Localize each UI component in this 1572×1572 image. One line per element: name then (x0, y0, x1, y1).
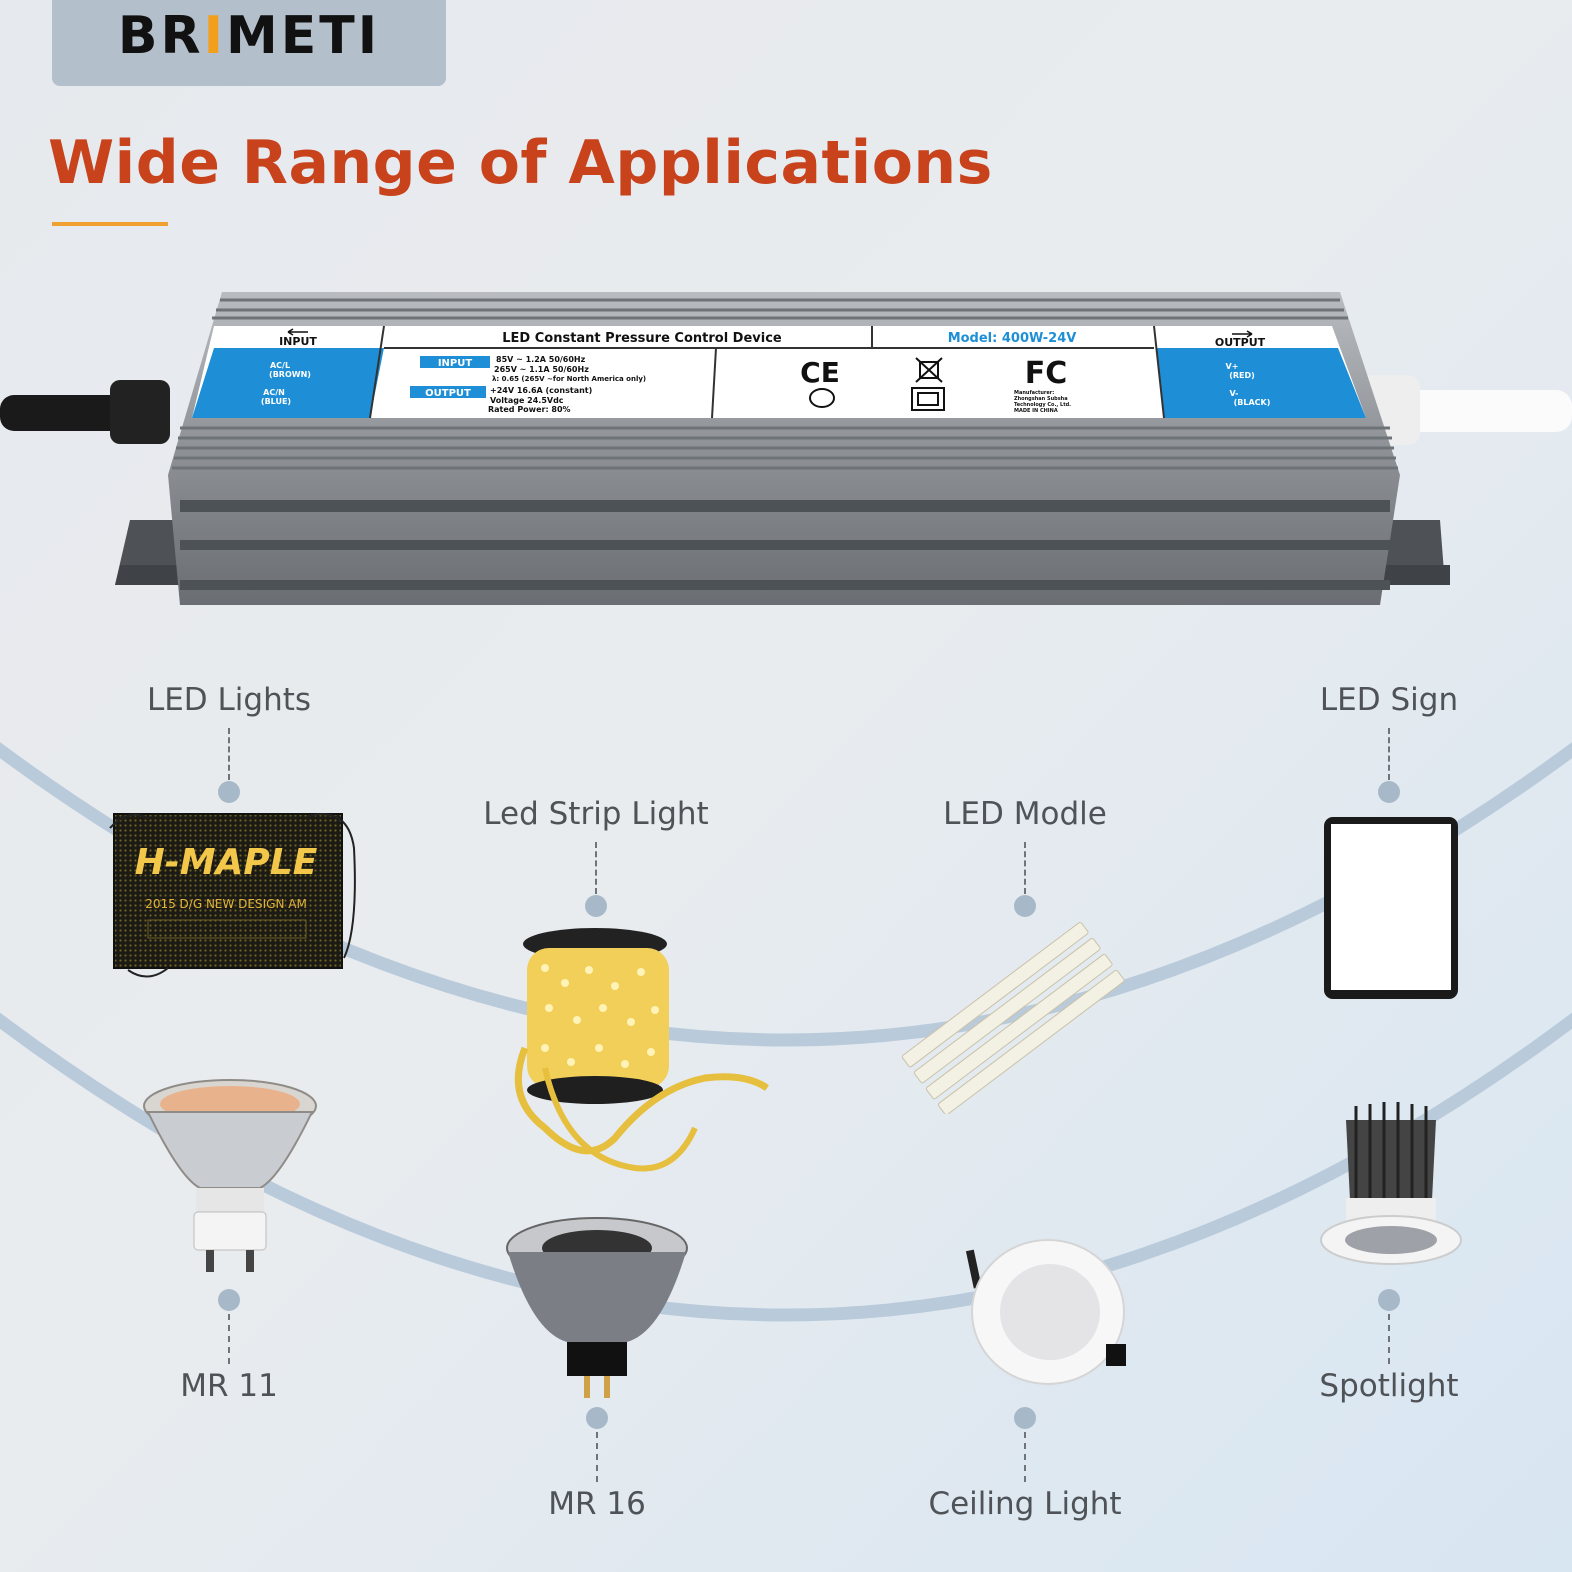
dot-spotlight (1378, 1289, 1400, 1311)
output-wire-1: V+ (1226, 362, 1239, 371)
spotlight-image (1320, 1102, 1462, 1265)
label-led-modle: LED Modle (943, 796, 1107, 832)
led-sign-board-image: H-MAPLE 2015 D/G NEW DESIGN AM (109, 813, 356, 978)
led-sign-display-image (1324, 817, 1458, 999)
connector-mr11 (228, 1314, 230, 1364)
label-mr16: MR 16 (548, 1486, 646, 1522)
input-wire-1: AC/L (270, 361, 290, 370)
page-title: Wide Range of Applications (48, 128, 993, 198)
fcc-mark: FC (1025, 356, 1068, 391)
manufacturer-line-3: Technology Co., Ltd. (1014, 402, 1071, 408)
dot-led-lights (218, 781, 240, 803)
input-wire-2: AC/N (263, 388, 285, 397)
led-module-image (901, 921, 1124, 1114)
dot-mr11 (218, 1289, 240, 1311)
output-header: OUTPUT (1215, 336, 1266, 349)
output-spec-3: Rated Power: 80% (488, 405, 571, 414)
label-mr11: MR 11 (180, 1368, 278, 1404)
input-wire-1-color: (BROWN) (269, 370, 311, 379)
mr16-bulb-image (506, 1217, 688, 1398)
label-spotlight: Spotlight (1319, 1368, 1459, 1404)
connector-ceiling-light (1024, 1432, 1026, 1482)
power-supply-driver: INPUT LED Constant Pressure Control Devi… (0, 292, 1572, 605)
output-wire-1-color: (RED) (1229, 371, 1255, 380)
device-title: LED Constant Pressure Control Device (502, 331, 782, 346)
dot-led-sign (1378, 781, 1400, 803)
connector-led-modle (1024, 842, 1026, 894)
title-underline (52, 222, 168, 226)
output-wire-2: V- (1230, 389, 1239, 398)
connector-spotlight (1388, 1314, 1390, 1364)
connector-led-sign (1388, 728, 1390, 780)
input-spec-1: 85V ~ 1.2A 50/60Hz (496, 355, 586, 364)
input-tag: INPUT (438, 358, 473, 369)
sign-main-text: H-MAPLE (135, 842, 318, 883)
mr11-bulb-image (143, 1079, 317, 1272)
input-wire-2-color: (BLUE) (261, 397, 291, 406)
label-ceiling-light: Ceiling Light (928, 1486, 1122, 1522)
output-spec-2: Voltage 24.5Vdc (490, 396, 564, 405)
connector-led-lights (228, 728, 230, 780)
manufacturer-line-1: Manufacturer: (1014, 390, 1054, 396)
dot-mr16 (586, 1407, 608, 1429)
sign-sub-text: 2015 D/G NEW DESIGN AM (145, 897, 307, 911)
dot-led-strip-light (585, 895, 607, 917)
brand-logo: BRIMETI (117, 6, 381, 66)
manufacturer-line-2: Zhongshan Subsha (1014, 396, 1068, 402)
dot-led-modle (1014, 895, 1036, 917)
input-spec-3: λ: 0.65 (265V ~for North America only) (492, 375, 646, 383)
led-strip-reel-image (514, 928, 769, 1172)
input-spec-2: 265V ~ 1.1A 50/60Hz (494, 365, 589, 374)
ce-mark: CE (800, 356, 840, 389)
model-number: Model: 400W-24V (948, 331, 1077, 346)
input-header: INPUT (279, 335, 317, 348)
label-led-lights: LED Lights (146, 682, 312, 718)
brand-logo-box: BRIMETI (52, 0, 446, 86)
output-spec-1: +24V 16.6A (constant) (490, 386, 592, 395)
made-in: MADE IN CHINA (1014, 408, 1058, 414)
output-tag: OUTPUT (425, 388, 471, 399)
output-wire-2-color: (BLACK) (1234, 398, 1271, 407)
dot-ceiling-light (1014, 1407, 1036, 1429)
connector-mr16 (596, 1432, 598, 1482)
label-led-sign: LED Sign (1319, 682, 1459, 718)
ceiling-light-image (965, 1239, 1126, 1385)
connector-led-strip-light (595, 842, 597, 894)
label-led-strip-light: Led Strip Light (483, 796, 709, 832)
